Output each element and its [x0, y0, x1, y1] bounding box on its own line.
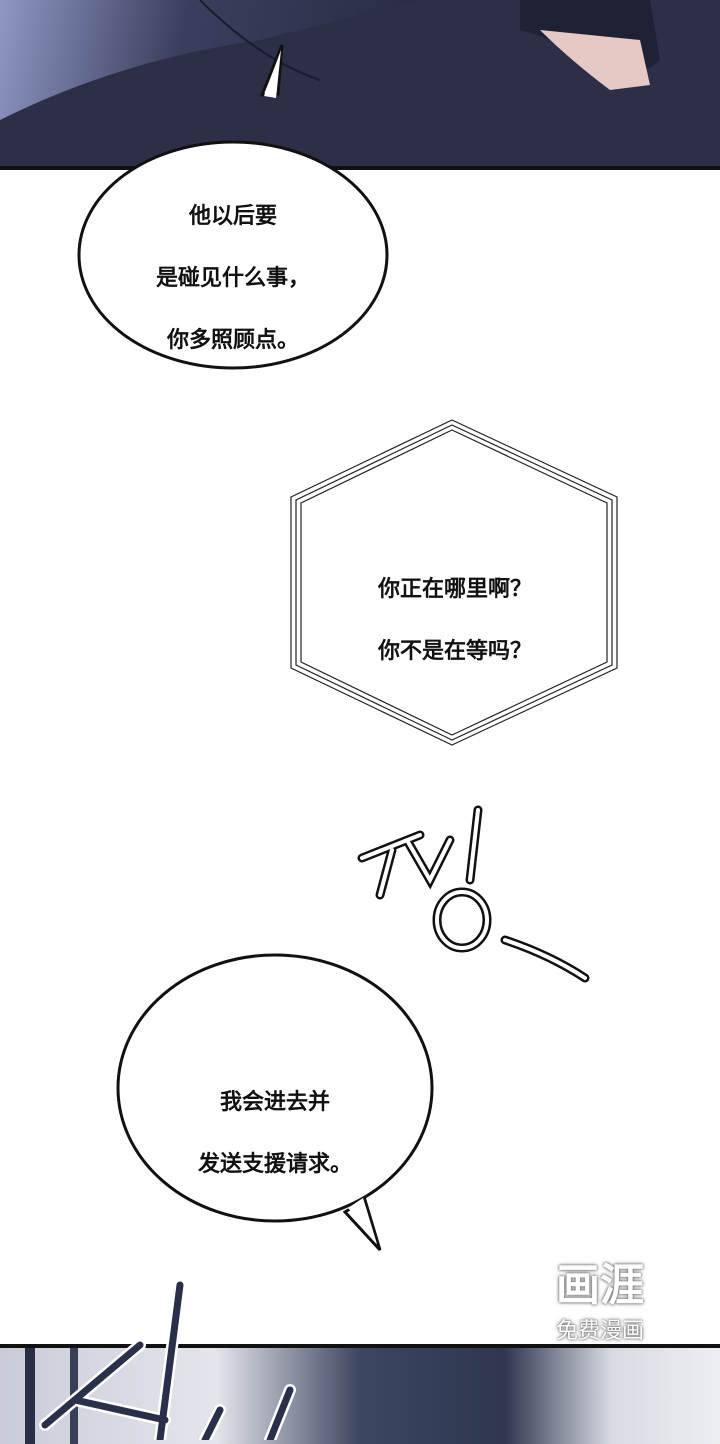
character-shoulder-art	[0, 0, 720, 166]
bubble-1-line: 是碰见什么事，	[155, 266, 310, 291]
bubble-1-line: 他以后要	[188, 204, 277, 229]
top-art-panel	[0, 0, 720, 170]
bubble-1-text: 他以后要 是碰见什么事， 你多照顾点。	[108, 170, 358, 387]
watermark-logo: 画涯	[556, 1260, 644, 1311]
bubble-3-text: 我会进去并 发送支援请求。	[150, 1056, 400, 1211]
speech-bubble-1	[77, 44, 389, 370]
bubble-1-line: 你多照顾点。	[166, 328, 299, 353]
hexagon-phone-bubble	[290, 419, 618, 746]
speech-bubble-3	[116, 953, 434, 1252]
bubble-2-text: 你正在哪里啊？ 你不是在等吗？	[340, 543, 570, 698]
sound-effect-ding-inner	[360, 808, 587, 980]
bubble-3-line: 发送支援请求。	[197, 1152, 352, 1177]
bubble-2-line: 你正在哪里啊？	[377, 577, 532, 602]
bubble-3-line: 我会进去并	[219, 1090, 330, 1115]
watermark-tagline: 免费漫画	[555, 1319, 644, 1344]
bubble-2-line: 你不是在等吗？	[377, 639, 532, 664]
